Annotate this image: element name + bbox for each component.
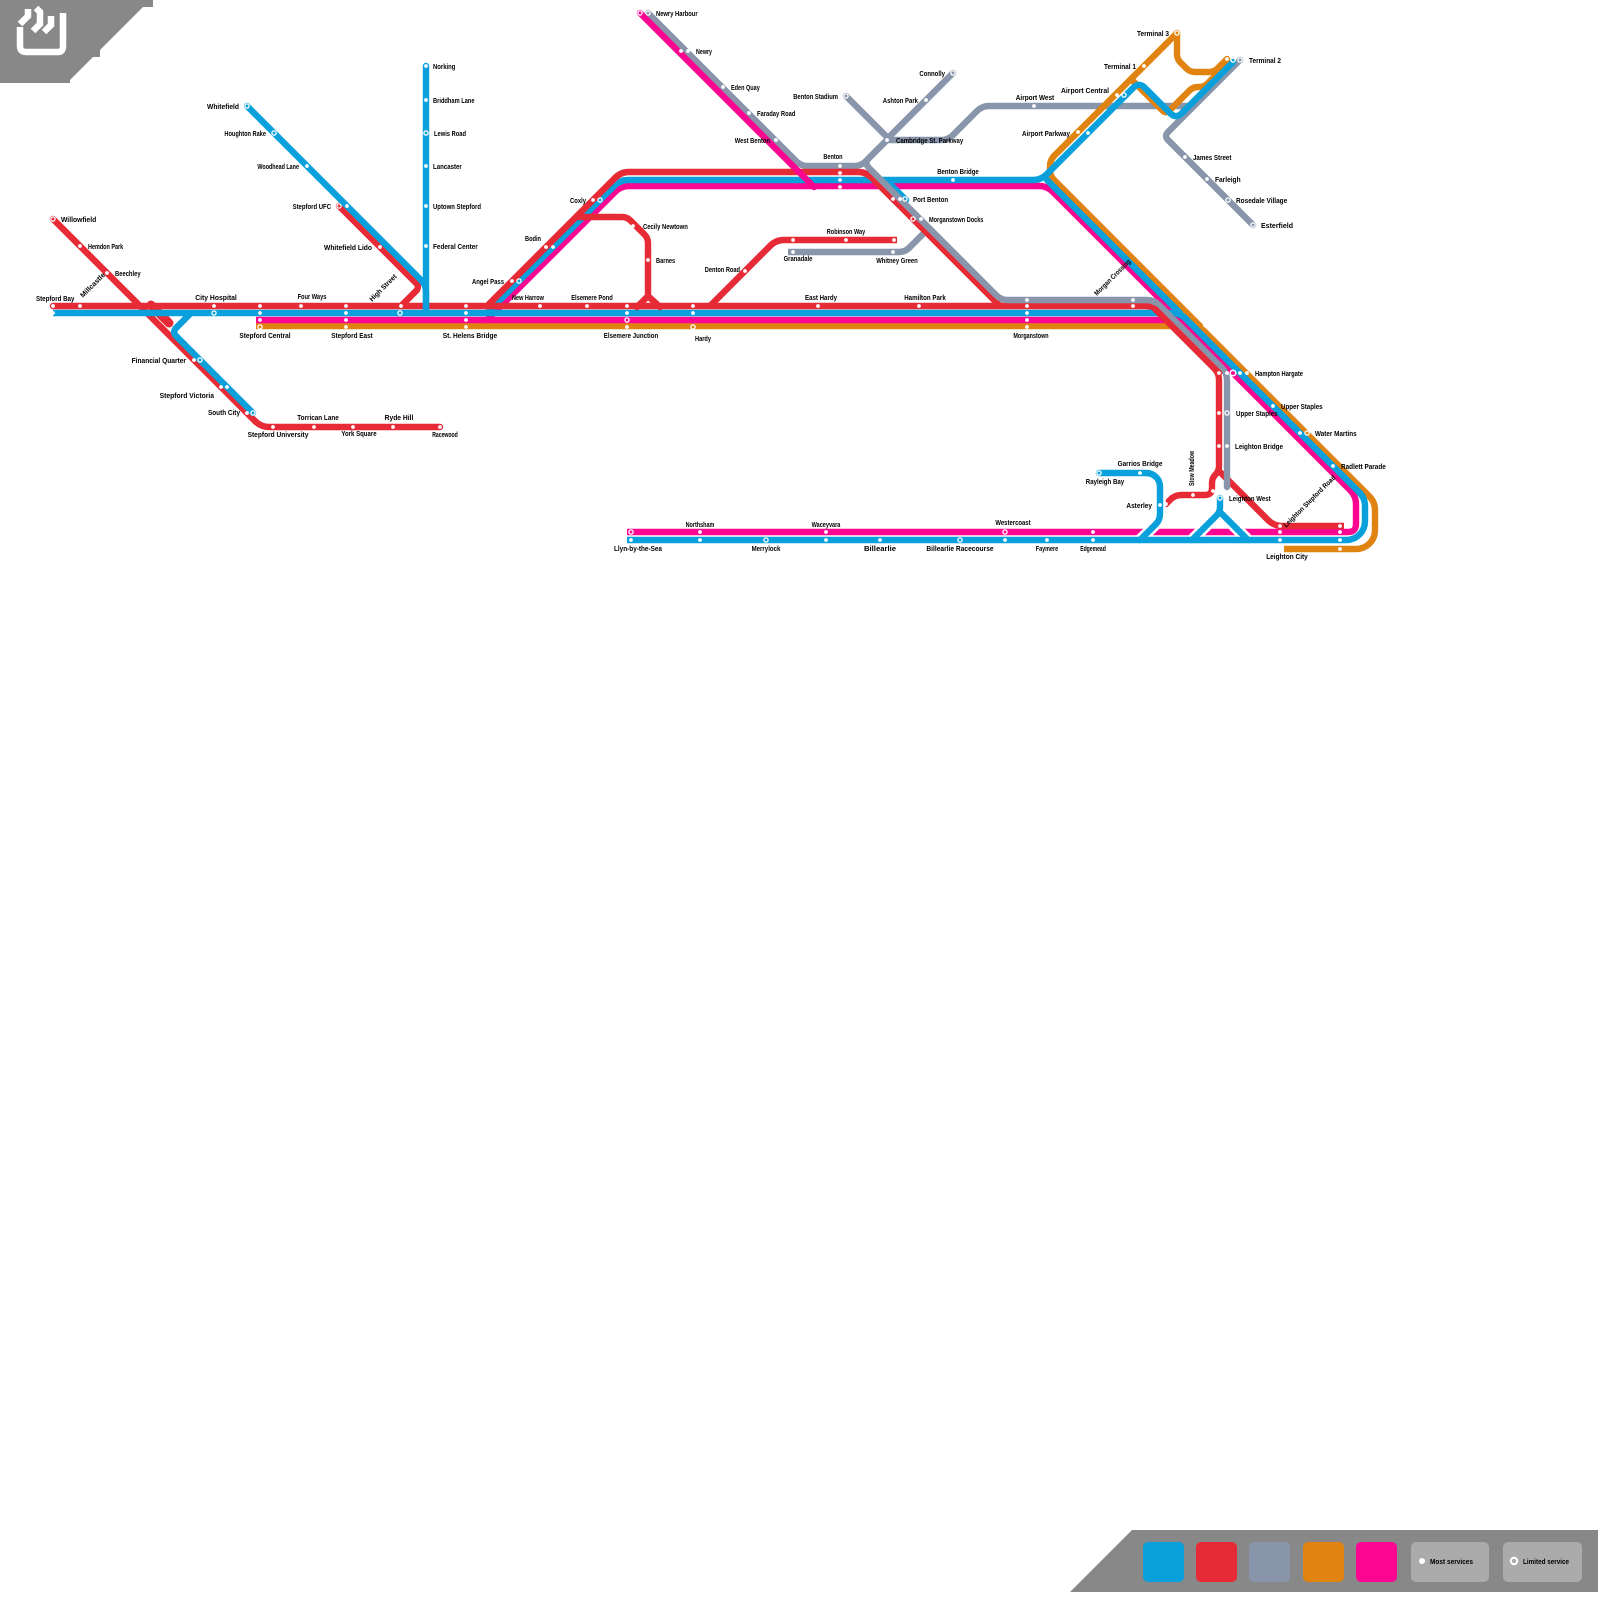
svg-text:West Benton: West Benton <box>735 138 770 145</box>
svg-text:Leighton West: Leighton West <box>1229 496 1271 503</box>
svg-text:St. Helens Bridge: St. Helens Bridge <box>443 333 497 340</box>
svg-text:Federal Center: Federal Center <box>433 244 478 251</box>
svg-text:Westercoast: Westercoast <box>995 520 1031 527</box>
svg-text:Lancaster: Lancaster <box>433 164 462 171</box>
svg-text:Newry: Newry <box>696 49 712 56</box>
svg-text:Beechley: Beechley <box>115 271 141 278</box>
svg-text:Willowfield: Willowfield <box>61 217 96 224</box>
svg-text:Billearlie Racecourse: Billearlie Racecourse <box>926 546 993 553</box>
svg-text:Terminal 3: Terminal 3 <box>1137 31 1169 38</box>
svg-text:Garrios Bridge: Garrios Bridge <box>1118 461 1163 468</box>
svg-text:Cecily Newtown: Cecily Newtown <box>643 224 688 231</box>
svg-text:Granadale: Granadale <box>784 256 813 263</box>
svg-text:James Street: James Street <box>1193 155 1232 162</box>
svg-text:Whitney Green: Whitney Green <box>876 258 918 265</box>
svg-text:Faymere: Faymere <box>1036 546 1058 553</box>
svg-text:Lewis Road: Lewis Road <box>434 131 466 138</box>
svg-text:Most services: Most services <box>1430 1557 1473 1566</box>
svg-text:Briddham Lane: Briddham Lane <box>433 98 475 105</box>
svg-text:Benton Stadium: Benton Stadium <box>793 94 838 101</box>
svg-text:Whitefield: Whitefield <box>207 104 239 111</box>
svg-text:Ashton Park: Ashton Park <box>883 98 918 105</box>
svg-text:Hemdon Park: Hemdon Park <box>88 244 123 251</box>
svg-text:Terminal 1: Terminal 1 <box>1104 64 1136 71</box>
svg-text:Morganstown: Morganstown <box>1013 333 1048 340</box>
svg-text:Water Martins: Water Martins <box>1315 431 1357 438</box>
svg-text:Faraday Road: Faraday Road <box>757 111 795 118</box>
svg-text:Angel Pass: Angel Pass <box>472 279 504 286</box>
svg-text:Northsham: Northsham <box>686 522 715 529</box>
svg-text:Limited service: Limited service <box>1523 1557 1569 1566</box>
svg-text:Asterley: Asterley <box>1126 503 1152 510</box>
svg-text:Esterfield: Esterfield <box>1261 223 1293 230</box>
svg-text:Whitefield Lido: Whitefield Lido <box>324 245 372 252</box>
svg-text:Benton: Benton <box>823 154 842 161</box>
svg-text:Benton Bridge: Benton Bridge <box>937 169 979 176</box>
svg-text:Billearlie: Billearlie <box>864 546 896 553</box>
svg-text:Eden Quay: Eden Quay <box>731 85 760 92</box>
svg-text:Radlett Parade: Radlett Parade <box>1341 464 1386 471</box>
svg-text:Airport Parkway: Airport Parkway <box>1022 131 1070 138</box>
svg-text:Hamilton Park: Hamilton Park <box>904 295 946 302</box>
svg-text:Connolly: Connolly <box>919 71 945 78</box>
svg-text:Upper Staples: Upper Staples <box>1281 404 1323 411</box>
svg-text:Denton Road: Denton Road <box>705 267 740 274</box>
svg-text:Upper Staples: Upper Staples <box>1236 411 1278 418</box>
svg-text:Four Ways: Four Ways <box>298 294 327 301</box>
svg-text:Airport West: Airport West <box>1016 95 1055 102</box>
svg-text:Rayleigh Bay: Rayleigh Bay <box>1086 479 1124 486</box>
svg-text:Stepford UFC: Stepford UFC <box>293 204 331 211</box>
svg-text:Stepford Bay: Stepford Bay <box>36 296 74 303</box>
svg-text:Coxly: Coxly <box>570 198 586 205</box>
svg-text:New Harrow: New Harrow <box>512 295 544 302</box>
svg-text:Elsemere Pond: Elsemere Pond <box>571 295 613 302</box>
svg-text:East Hardy: East Hardy <box>805 295 837 302</box>
svg-text:Elsemere Junction: Elsemere Junction <box>604 333 658 340</box>
svg-text:Leighton Bridge: Leighton Bridge <box>1235 444 1283 451</box>
svg-text:Woodhead Lane: Woodhead Lane <box>257 164 299 171</box>
svg-text:Robinson Way: Robinson Way <box>827 229 865 236</box>
svg-text:Merrylock: Merrylock <box>752 546 781 553</box>
svg-text:South City: South City <box>208 410 240 417</box>
svg-text:Rosedale Village: Rosedale Village <box>1236 198 1287 205</box>
svg-text:Hampton Hargate: Hampton Hargate <box>1255 371 1303 378</box>
svg-text:Morganstown Docks: Morganstown Docks <box>929 217 983 224</box>
svg-text:Financial Quarter: Financial Quarter <box>132 358 187 365</box>
svg-text:Stepford Central: Stepford Central <box>239 333 290 340</box>
svg-text:City Hospital: City Hospital <box>195 295 237 302</box>
svg-text:Stow Meadow: Stow Meadow <box>1189 450 1196 486</box>
svg-text:Farleigh: Farleigh <box>1215 177 1241 184</box>
svg-text:Bodin: Bodin <box>525 236 541 243</box>
svg-text:York Square: York Square <box>341 431 376 438</box>
svg-text:Ryde Hill: Ryde Hill <box>385 415 414 422</box>
svg-text:Uptown Stepford: Uptown Stepford <box>433 204 481 211</box>
svg-text:Airport Central: Airport Central <box>1061 88 1109 95</box>
svg-text:Torrican Lane: Torrican Lane <box>297 415 339 422</box>
svg-text:Stepford University: Stepford University <box>248 432 309 439</box>
svg-text:Newry Harbour: Newry Harbour <box>656 11 698 18</box>
svg-text:Hardy: Hardy <box>695 336 711 343</box>
svg-text:Norking: Norking <box>433 64 455 71</box>
svg-text:Edgemead: Edgemead <box>1080 546 1106 553</box>
svg-text:Barnes: Barnes <box>656 258 675 265</box>
svg-text:Stepford East: Stepford East <box>331 333 373 340</box>
svg-text:Leighton City: Leighton City <box>1266 554 1308 561</box>
svg-text:Port Benton: Port Benton <box>913 197 948 204</box>
svg-text:Cambridge St. Parkway: Cambridge St. Parkway <box>896 138 963 145</box>
svg-text:Racewood: Racewood <box>432 432 458 439</box>
svg-text:Stepford Victoria: Stepford Victoria <box>160 393 214 400</box>
svg-text:Waceyvara: Waceyvara <box>812 522 841 529</box>
svg-text:Houghton Rake: Houghton Rake <box>224 131 266 138</box>
svg-text:Llyn-by-the-Sea: Llyn-by-the-Sea <box>614 546 662 553</box>
svg-text:Terminal 2: Terminal 2 <box>1249 58 1281 65</box>
